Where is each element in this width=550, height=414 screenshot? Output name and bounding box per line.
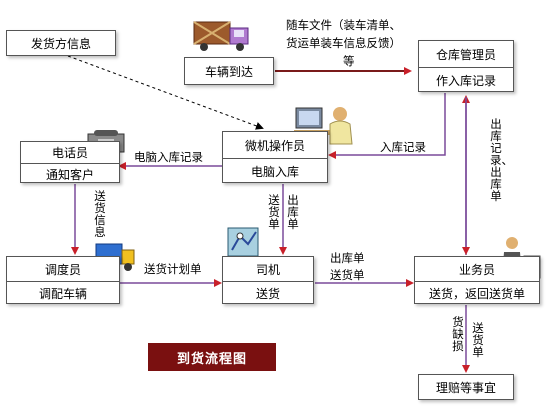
operator-role: 微机操作员 [244, 138, 305, 153]
delivery-info-label: 送货信息 [94, 189, 106, 239]
docs-label-line1: 随车文件（装车清单、 [286, 18, 401, 32]
arrow-shipper-to-operator [67, 55, 264, 130]
damage-label: 货缺损 [452, 315, 464, 353]
outbound-note2-label: 出库单 [330, 251, 365, 265]
operator-task: 电脑入库 [223, 158, 327, 184]
node-phone-operator: 电话员 通知客户 [20, 141, 120, 183]
dispatch-task: 调配车辆 [7, 281, 119, 305]
sales-task: 送货，返回送货单 [415, 281, 539, 305]
node-dispatcher: 调度员 调配车辆 [6, 256, 120, 304]
phone-role: 电话员 [51, 146, 88, 160]
delivery-note-label: 送货单 [268, 193, 280, 231]
diagram-title: 到货流程图 [148, 343, 276, 371]
node-computer-operator: 微机操作员 电脑入库 [222, 131, 328, 183]
sales-role: 业务员 [458, 262, 495, 277]
shipper-label: 发货方信息 [30, 36, 91, 51]
node-driver: 司机 送货 [222, 256, 314, 304]
diagram-title-text: 到货流程图 [176, 351, 247, 367]
outbound-record-label: 出库记录、出库单 [490, 117, 513, 203]
node-shipper-info: 发货方信息 [6, 30, 116, 56]
node-salesperson: 业务员 送货，返回送货单 [414, 256, 540, 304]
driver-role: 司机 [255, 262, 280, 277]
delivery-plan-label: 送货计划单 [144, 262, 202, 276]
warehouse-task: 作入库记录 [419, 67, 513, 93]
arrow-warehouse-to-operator [328, 93, 446, 159]
driver-task: 送货 [223, 281, 313, 305]
map-icon [226, 226, 262, 260]
phone-task: 通知客户 [21, 163, 119, 184]
claims-label: 理赔等事宜 [435, 380, 496, 395]
node-claims: 理赔等事宜 [418, 374, 514, 400]
delivery-note2-label: 送货单 [330, 268, 365, 282]
node-warehouse-manager: 仓库管理员 作入库记录 [418, 40, 514, 92]
docs-label-line3: 等 [343, 54, 355, 68]
inbound-record-label: 入库记录 [380, 140, 426, 154]
vehicle-arrival-label: 车辆到达 [204, 64, 253, 79]
computer-record-label: 电脑入库记录 [134, 150, 203, 164]
warehouse-role: 仓库管理员 [435, 47, 496, 62]
outbound-note-label: 出库单 [287, 193, 299, 231]
truck-icon [192, 18, 254, 52]
docs-label-line2: 货运单装车信息反馈） [286, 36, 401, 50]
dispatch-role: 调度员 [44, 262, 81, 277]
delivery-note3-label: 送货单 [472, 321, 484, 359]
node-vehicle-arrival: 车辆到达 [184, 57, 274, 85]
